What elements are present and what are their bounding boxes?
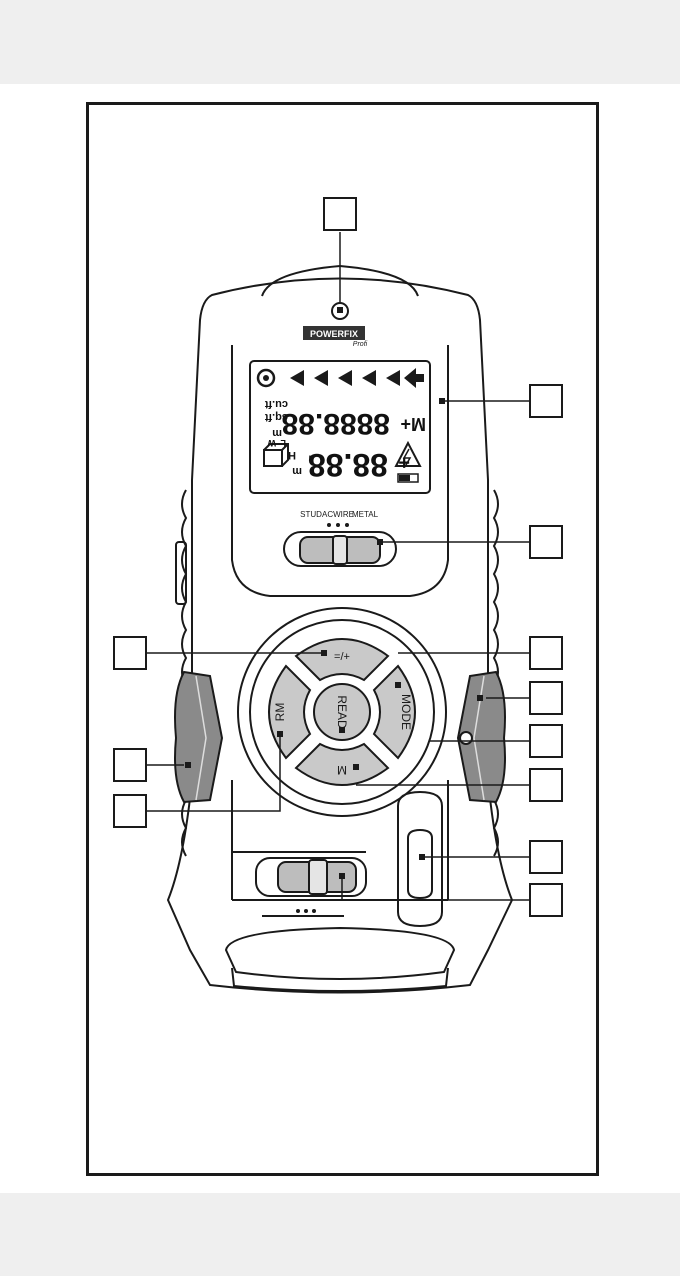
button-down[interactable] xyxy=(294,742,390,786)
lcd-bottom-value: 88.88 xyxy=(308,447,388,483)
callout-box-12 xyxy=(529,883,563,917)
lcd-unit-m2: m xyxy=(272,427,282,439)
button-up-label: =/+ xyxy=(334,651,350,663)
callout-box-2 xyxy=(529,384,563,418)
left-side-switch[interactable] xyxy=(175,541,187,605)
mode-slider-track xyxy=(283,531,397,567)
lcd-unit-cuft: cu.ft xyxy=(264,398,288,410)
mode-label-acwire: ACWIRE xyxy=(322,510,354,519)
callout-box-9 xyxy=(529,768,563,802)
left-side-rail xyxy=(181,489,188,687)
marker-window xyxy=(397,790,443,928)
left-grip xyxy=(174,670,224,804)
button-center-label: READ xyxy=(335,695,349,729)
mode-label-metal: METAL xyxy=(352,510,379,519)
callout-box-8 xyxy=(113,748,147,782)
lcd-dim-h: H xyxy=(288,449,296,461)
callout-box-10 xyxy=(113,794,147,828)
device-body xyxy=(166,277,514,994)
battery-icon xyxy=(397,473,419,483)
lcd-screen xyxy=(249,360,431,494)
lcd-dim-l: L xyxy=(280,438,286,448)
callout-box-7 xyxy=(529,724,563,758)
right-side-rail xyxy=(492,489,499,687)
callout-box-4 xyxy=(113,636,147,670)
callout-box-11 xyxy=(529,840,563,874)
bottom-margin-band xyxy=(0,1193,680,1276)
mode-label-stud: STUD xyxy=(300,510,322,519)
right-grip xyxy=(456,670,506,804)
lower-slider-track xyxy=(255,857,367,897)
callout-box-5 xyxy=(529,636,563,670)
target-icon xyxy=(256,368,276,388)
button-right[interactable] xyxy=(372,664,416,760)
top-margin-band xyxy=(0,0,680,84)
lcd-top-value: 8888.88 xyxy=(282,407,390,440)
lcd-dim-w: W xyxy=(267,438,276,448)
bottom-cap xyxy=(224,926,456,980)
button-center[interactable] xyxy=(313,683,371,741)
right-grip-screw xyxy=(459,731,473,745)
direction-arrows-icon xyxy=(290,368,424,388)
lcd-plus-sign: + xyxy=(398,451,410,473)
high-voltage-warning-icon xyxy=(394,440,422,467)
brand-logo xyxy=(303,326,365,340)
memory-plus-indicator: M+ xyxy=(400,414,426,434)
callout-box-1 xyxy=(323,197,357,231)
button-up[interactable] xyxy=(294,638,390,682)
brand-name: POWERFIX xyxy=(310,329,358,339)
callout-box-6 xyxy=(529,681,563,715)
button-left-label: RM xyxy=(273,703,287,722)
button-down-label: M xyxy=(337,763,347,777)
lcd-unit-m: m xyxy=(292,465,302,477)
lcd-unit-inch: " xyxy=(308,447,314,461)
figure-frame xyxy=(86,102,599,1176)
face-panel xyxy=(231,345,449,597)
lcd-unit-sqft: sq.ft xyxy=(264,411,288,423)
callout-box-3 xyxy=(529,525,563,559)
room-dimension-icon xyxy=(263,443,289,467)
marker-button[interactable] xyxy=(407,828,433,900)
brand-sub: Profi xyxy=(353,341,368,348)
button-right-label: MODE xyxy=(399,694,413,730)
